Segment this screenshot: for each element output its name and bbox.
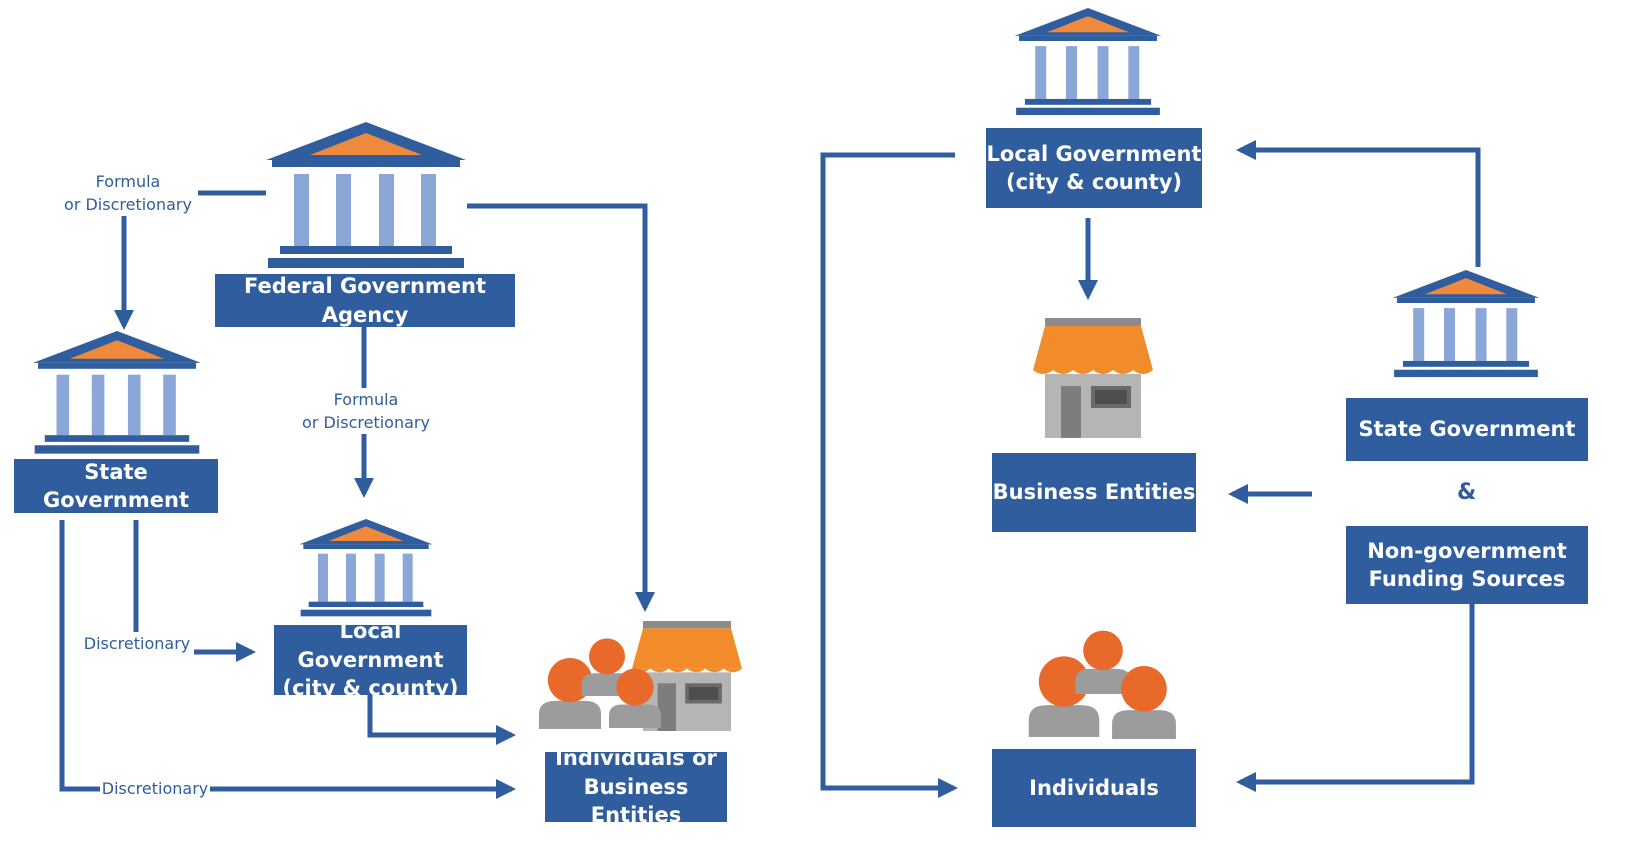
local-to-recipients-arrow	[367, 694, 516, 745]
right-local-government-box: Local Government (city & county)	[986, 128, 1202, 208]
local-government-box: Local Government (city & county)	[274, 619, 467, 700]
right-local-government-sublabel: (city & county)	[1005, 170, 1182, 194]
state-government-box: State Government	[14, 459, 218, 513]
formula-label: Formula	[95, 172, 161, 191]
funding-sources-label: Funding Sources	[1368, 567, 1566, 591]
state-discretionary-stem	[133, 520, 139, 637]
right-state-government-label: State Government	[1358, 417, 1576, 442]
state-to-recipients-label: Discretionary	[100, 777, 210, 801]
state-to-recipients-arrow	[59, 520, 516, 799]
local-to-individuals-arrow	[820, 152, 958, 798]
business-entities-label: Business Entities	[583, 774, 689, 828]
local-government-sublabel: (city & county)	[282, 676, 459, 701]
federal-government-agency-box: Federal Government Agency	[215, 274, 515, 327]
local-government-icon	[299, 519, 433, 617]
individuals-people-icon	[1028, 630, 1176, 739]
right-connectors	[820, 140, 1481, 798]
federal-to-state-label: Formula or Discretionary	[58, 170, 198, 217]
individuals-or-business-icon	[538, 621, 742, 731]
federal-government-agency-label: Federal Government Agency	[243, 274, 487, 327]
state-government-icon	[33, 331, 201, 454]
federal-government-icon	[266, 122, 466, 268]
right-local-government-label: Local Government	[986, 141, 1202, 166]
business-storefront-icon	[1033, 318, 1153, 438]
business-entities-label-right: Business Entities	[992, 480, 1196, 505]
formula-label-2: Formula	[333, 390, 399, 409]
state-government-label: State Government	[42, 459, 189, 512]
right-local-government-icon	[1014, 8, 1162, 116]
local-government-label: Local Government	[297, 619, 444, 672]
individuals-label: Individuals	[1029, 775, 1159, 800]
state-to-local-arrow	[1236, 140, 1481, 267]
right-state-government-icon	[1392, 270, 1540, 378]
non-government-funding-box: Non-government Funding Sources	[1346, 526, 1588, 604]
federal-to-recipients-arrow	[467, 203, 655, 612]
individuals-box: Individuals	[992, 749, 1196, 827]
business-entities-box: Business Entities	[992, 453, 1196, 532]
right-state-government-box: State Government	[1346, 398, 1588, 461]
or-discretionary-label-2: or Discretionary	[302, 413, 430, 433]
state-to-local-label: Discretionary	[80, 632, 194, 656]
non-government-label: Non-government	[1367, 538, 1567, 563]
nongov-to-individuals-arrow	[1236, 604, 1475, 792]
ampersand-label: &	[1457, 480, 1477, 505]
individuals-or-label: Individuals or	[555, 746, 717, 771]
individuals-or-business-box: Individuals or Business Entities	[545, 746, 727, 827]
federal-to-local-label: Formula or Discretionary	[296, 388, 436, 435]
left-connectors	[59, 190, 655, 799]
or-discretionary-label: or Discretionary	[64, 195, 192, 215]
